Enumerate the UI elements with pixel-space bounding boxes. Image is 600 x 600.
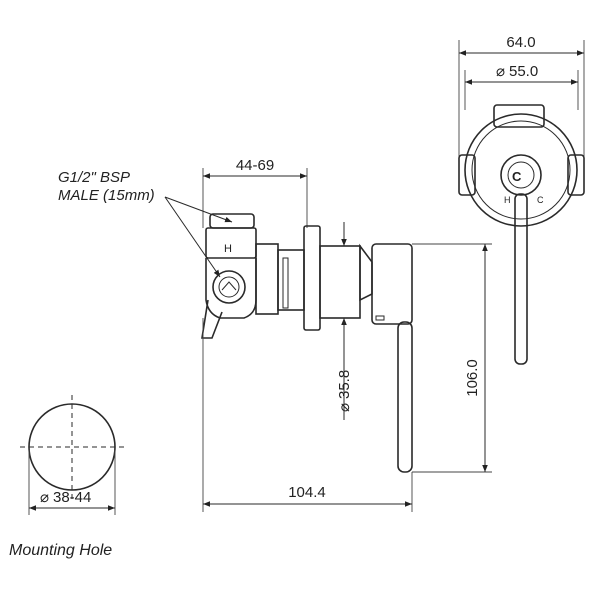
leader-line xyxy=(164,196,233,223)
handle-transition xyxy=(359,243,373,302)
front-view: 64.0 ⌀ 55.0 C H C xyxy=(458,34,585,365)
shaft xyxy=(319,245,361,319)
dim-height: 106.0 xyxy=(464,359,481,397)
hot-mark: H xyxy=(504,195,511,205)
handle-hub-inner xyxy=(507,161,535,189)
side-view: 44-69 G1/2" BSP MALE (15mm) H xyxy=(58,157,492,512)
cold-mark: C xyxy=(537,195,544,205)
thread-label-line1: G1/2" BSP xyxy=(58,169,130,186)
side-lug-right xyxy=(567,154,585,196)
dim-body-depth: 44-69 xyxy=(236,157,274,174)
dim-mounting-hole: 38-44 xyxy=(53,489,91,506)
wall-plate xyxy=(303,225,321,331)
diameter-symbol: ⌀ xyxy=(336,403,353,412)
thread-label-line2: MALE (15mm) xyxy=(58,187,155,204)
spindle-housing xyxy=(255,243,279,315)
leader-line xyxy=(164,196,221,278)
spindle-sleeve xyxy=(277,249,305,311)
dim-shaft-diameter: 35.8 xyxy=(336,370,353,399)
valve-body-upper xyxy=(205,227,257,259)
diameter-symbol: ⌀ xyxy=(40,489,49,506)
diameter-symbol: ⌀ xyxy=(496,63,505,80)
mounting-hole-view: ⌀ 38-44 Mounting Hole xyxy=(9,395,124,559)
dim-plate-diameter: 55.0 xyxy=(509,63,538,80)
sleeve-detail xyxy=(282,257,289,309)
handle-body xyxy=(371,243,413,325)
inlet-thread-icon xyxy=(221,281,237,291)
mounting-bracket xyxy=(201,299,223,339)
hot-marking: H xyxy=(224,243,232,255)
dim-overall-width: 64.0 xyxy=(506,34,535,51)
handle-indicator xyxy=(375,315,385,321)
cover-plate xyxy=(464,113,578,227)
handle-hub xyxy=(500,154,542,196)
side-inlet-inner xyxy=(218,276,240,298)
cover-plate-inner xyxy=(471,120,571,220)
hub-logo-icon: C xyxy=(512,169,522,184)
lever-side xyxy=(397,321,413,473)
mounting-hole-caption: Mounting Hole xyxy=(9,542,112,559)
valve-body-top xyxy=(493,104,545,128)
lever-front xyxy=(514,193,528,365)
side-inlet xyxy=(212,270,246,304)
dim-overall-depth: 104.4 xyxy=(288,484,326,501)
